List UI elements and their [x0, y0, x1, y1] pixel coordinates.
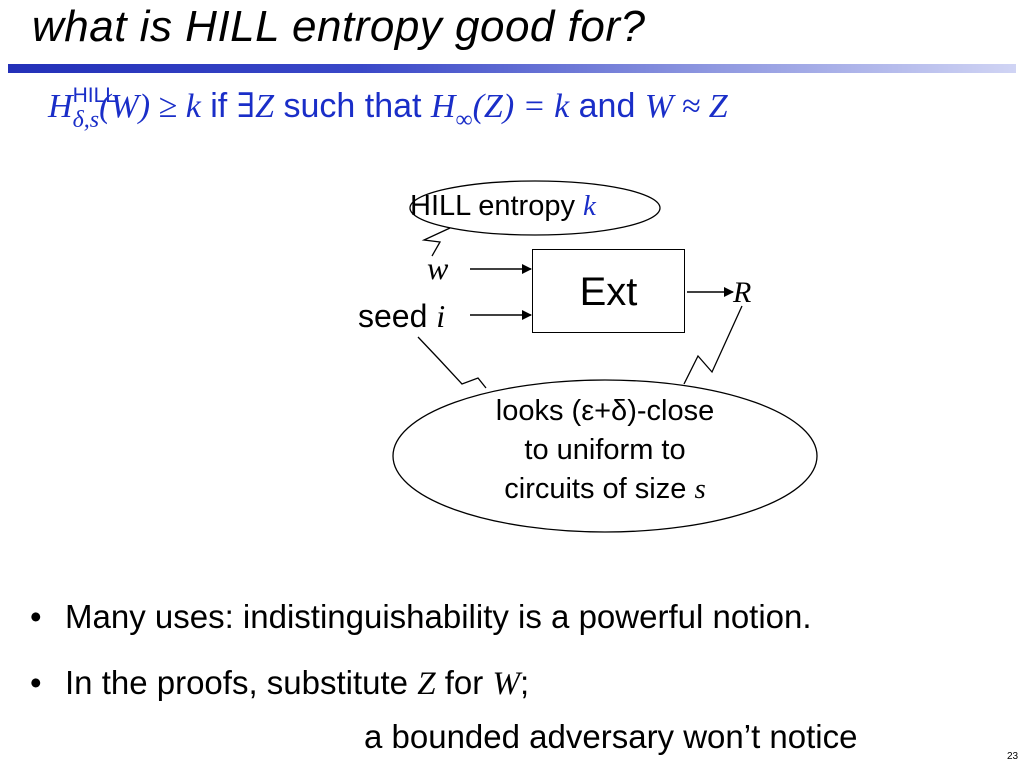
formula-if: if	[200, 87, 237, 125]
bullet-2-pre: In the proofs, substitute	[65, 664, 418, 701]
extractor-label: Ext	[579, 270, 638, 314]
seed-i: i	[436, 298, 446, 334]
bullet-item: •	[30, 598, 42, 636]
bullet-2-end: ;	[519, 664, 530, 701]
bullet-2-z: Z	[417, 666, 436, 702]
bullet-item: •	[30, 664, 42, 702]
bubble-line-2: to uniform to	[524, 434, 686, 466]
uniform-bubble-text: looks (ε+δ)-close to uniform to circuits…	[400, 392, 810, 509]
formula-H: H	[48, 88, 73, 125]
hill-entropy-bubble	[409, 180, 661, 236]
seed-text: seed	[358, 298, 437, 334]
bullet-2-text: In the proofs, substitute Z for W;	[65, 664, 529, 703]
formula-infinity-subscript: ∞	[455, 107, 473, 133]
output-r-label: R	[733, 276, 752, 309]
formula-min-entropy-arg: (Z) = k	[472, 88, 570, 125]
formula-subscript: δ,s	[72, 107, 100, 133]
bubble-line-3-s: s	[694, 473, 706, 505]
bubble-line-1: looks (ε+δ)-close	[495, 395, 715, 427]
title-underline-bar	[8, 64, 1016, 73]
bubble-line-3-text: circuits of size	[504, 473, 695, 505]
extractor-box	[532, 249, 685, 333]
bubble-line-3: circuits of size s	[400, 470, 810, 509]
hill-entropy-k: k	[583, 190, 596, 222]
formula-superscript: HILL	[72, 84, 117, 107]
formula-such-that: such that	[274, 87, 431, 125]
bubble-tail-left	[417, 336, 487, 389]
bubble-tail-right	[683, 305, 743, 385]
bullet-2-mid: for	[435, 664, 493, 701]
hill-bubble-tail	[421, 227, 451, 257]
seed-label: seed i	[358, 298, 445, 335]
bullet-2-w: W	[492, 666, 520, 702]
formula-approx: W ≈ Z	[644, 88, 728, 125]
bullet-marker: •	[30, 664, 42, 701]
formula-min-entropy: H	[430, 88, 456, 125]
bullet-1-text: Many uses: indistinguishability is a pow…	[65, 598, 812, 635]
bullet-marker: •	[30, 598, 42, 635]
hill-entropy-text: HILL entropy	[410, 190, 584, 222]
bullet-2-continuation: a bounded adversary won’t notice	[364, 718, 858, 755]
slide-title: what is HILL entropy good for?	[32, 2, 646, 51]
hill-entropy-label: HILL entropy k	[410, 190, 596, 223]
uniform-bubble	[392, 379, 818, 533]
hill-definition-formula: HHILLδ,s(W) ≥ k if ∃Z such that H∞(Z) = …	[48, 84, 728, 133]
formula-argument: (W) ≥ k	[99, 88, 201, 125]
formula-exists: ∃Z	[236, 88, 275, 125]
page-number: 23	[1007, 751, 1019, 762]
input-w-label: w	[427, 250, 449, 286]
formula-and: and	[569, 87, 645, 125]
